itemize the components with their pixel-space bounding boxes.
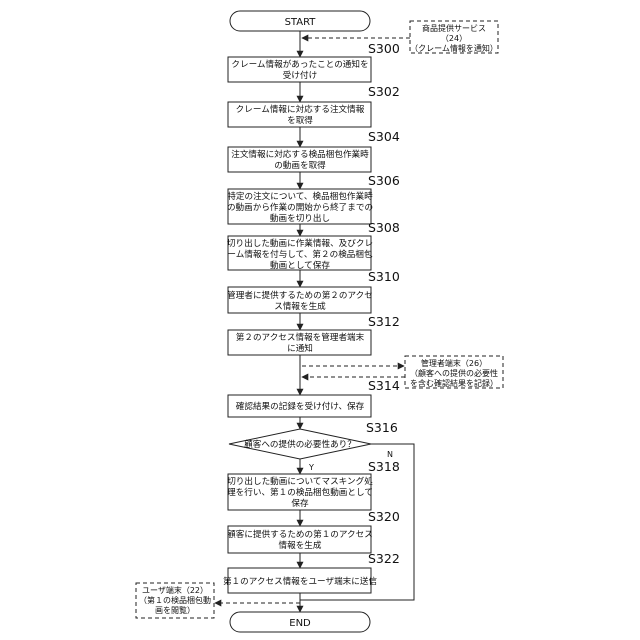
flow-text-line: クレーム情報があったことの通知を [231, 58, 368, 70]
step-id-s322: S322 [368, 551, 400, 566]
no-label: N [387, 450, 393, 459]
step-id-s312: S312 [368, 314, 400, 329]
flow-text-line: （24） [441, 34, 467, 43]
flow-text-line: 切り出した動画に作業情報、及びクレ [227, 237, 373, 249]
step-id-s318: S318 [368, 459, 400, 474]
flow-text-line: 切り出した動画についてマスキング処 [227, 475, 373, 487]
start-terminal: START [230, 11, 370, 31]
flow-text-line: 特定の注文について、検品梱包作業時 [227, 190, 373, 202]
flow-text-line: に通知 [287, 342, 313, 354]
step-id-s316: S316 [366, 420, 398, 435]
external-admin-terminal: 管理者端末（26） （顧客への提供の必要性 を含む確認結果を記録） [302, 356, 503, 388]
end-label: END [289, 618, 311, 629]
flow-text-line: 管理者端末（26） [421, 358, 487, 368]
step-id-s314: S314 [368, 378, 400, 393]
step-s304: 注文情報に対応する検品梱包作業時 の動画を取得 S304 [228, 129, 400, 172]
flow-text-line: 注文情報に対応する検品梱包作業時 [231, 148, 369, 160]
step-s310: 管理者に提供するための第２のアクセ ス情報を生成 S310 [227, 269, 400, 313]
flow-text-line: （第１の検品梱包動 [139, 595, 211, 605]
flow-text-line: （顧客への提供の必要性 [410, 368, 498, 378]
yes-label: Y [308, 463, 314, 472]
start-label: START [285, 17, 317, 28]
flow-text-line: 理を行い、第１の検品梱包動画として [227, 486, 373, 498]
step-s302: クレーム情報に対応する注文情報 を取得 S302 [228, 84, 400, 127]
flow-text-line: 動画を切り出し [270, 212, 330, 224]
flow-text-line: クレーム情報に対応する注文情報 [236, 103, 365, 115]
step-id-s306: S306 [368, 173, 400, 188]
step-s306: 特定の注文について、検品梱包作業時 の動画から作業の開始から終了までの 動画を切… [227, 173, 400, 224]
flow-text-line: 管理者に提供するための第２のアクセ [227, 289, 373, 301]
flow-text-line: 顧客に提供するための第１のアクセス [227, 528, 373, 540]
flow-text-line: （クレーム情報を通知） [410, 43, 498, 53]
flow-text-line: 受け付け [283, 69, 317, 81]
step-s322: 第１のアクセス情報をユーザ端末に送信 S322 [223, 551, 400, 593]
flow-text-line: の動画から作業の開始から終了までの [227, 201, 373, 213]
end-terminal: END [230, 612, 370, 632]
step-s300: クレーム情報があったことの通知を 受け付け S300 [228, 41, 400, 82]
step-id-s300: S300 [368, 41, 400, 56]
flow-text-line: 確認結果の記録を受け付け、保存 [236, 400, 365, 412]
step-id-s308: S308 [368, 220, 400, 235]
flow-text-line: ス情報を生成 [274, 300, 326, 312]
flow-text-line: 画を閲覧） [155, 605, 195, 615]
step-s314: 確認結果の記録を受け付け、保存 S314 [228, 378, 400, 417]
step-s320: 顧客に提供するための第１のアクセス 情報を生成 S320 [227, 509, 400, 553]
flow-text-line: を含む確認結果を記録） [410, 378, 498, 388]
step-id-s304: S304 [368, 129, 400, 144]
flow-text-line: 情報を生成 [279, 539, 322, 551]
flow-text-line: 保存 [291, 497, 309, 509]
flow-text-line: ユーザ端末（22） [142, 585, 208, 595]
step-s308: 切り出した動画に作業情報、及びクレ ーム情報を付与して、第２の検品梱包 動画とし… [227, 220, 400, 271]
flow-text-line: を取得 [287, 114, 313, 126]
flow-text-line: ーム情報を付与して、第２の検品梱包 [227, 248, 373, 260]
step-id-s302: S302 [368, 84, 400, 99]
flow-text-line: 商品提供サービス [422, 23, 486, 33]
flow-text-line: の動画を取得 [274, 159, 326, 171]
step-s312: 第２のアクセス情報を管理者端末 に通知 S312 [228, 314, 400, 355]
flow-text-line: 動画として保存 [270, 259, 330, 271]
step-id-s310: S310 [368, 269, 400, 284]
flow-text-line: 顧客への提供の必要性あり？ [244, 438, 356, 450]
flow-text-line: 第２のアクセス情報を管理者端末 [236, 331, 365, 343]
step-id-s320: S320 [368, 509, 400, 524]
flow-text-line: 第１のアクセス情報をユーザ端末に送信 [223, 575, 377, 587]
